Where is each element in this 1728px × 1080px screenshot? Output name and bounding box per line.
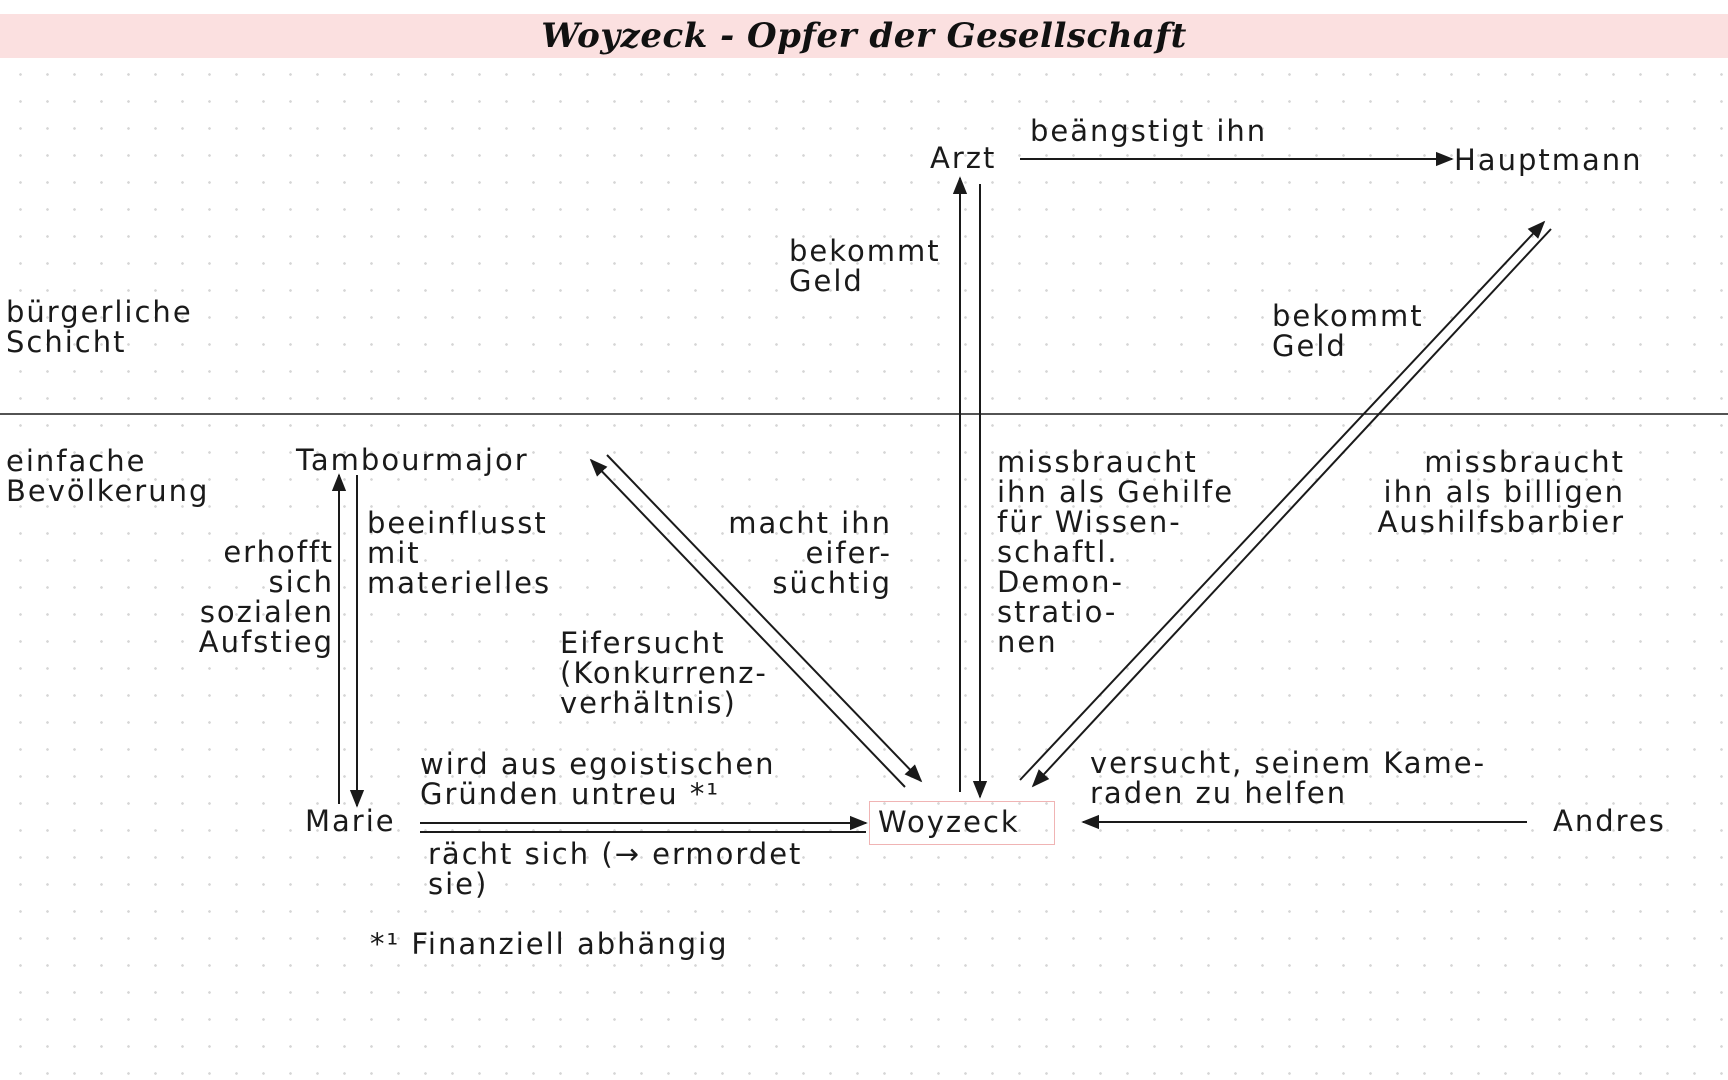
label-woyzeck-tambourmajor: Eifersucht (Konkurrenz- verhältnis) bbox=[560, 626, 768, 720]
arrow-tambourmajor-woyzeck bbox=[606, 454, 923, 783]
label-marie-tambourmajor: erhofft sich sozialen Aufstieg bbox=[198, 535, 334, 659]
woyzeck-box bbox=[869, 801, 1055, 845]
arrow-woyzeck-tambourmajor bbox=[589, 458, 906, 788]
node-tambourmajor: Tambourmajor bbox=[296, 443, 529, 477]
label-andres-woyzeck: versucht, seinem Kame- raden zu helfen bbox=[1090, 746, 1487, 810]
layer-label-upper: bürgerliche Schicht bbox=[6, 295, 193, 359]
node-woyzeck: Woyzeck bbox=[878, 805, 1020, 839]
arrow-hauptmann-woyzeck bbox=[1031, 228, 1552, 788]
layer-label-lower: einfache Bevölkerung bbox=[6, 444, 210, 508]
title-bar: Woyzeck - Opfer der Gesellschaft bbox=[0, 14, 1728, 58]
node-andres: Andres bbox=[1553, 804, 1666, 838]
label-hauptmann-woyzeck: missbraucht ihn als billigen Aushilfsbar… bbox=[1377, 445, 1625, 539]
node-marie: Marie bbox=[305, 804, 396, 838]
label-arzt-woyzeck: missbraucht ihn als Gehilfe für Wissen- … bbox=[997, 445, 1235, 659]
label-arzt-hauptmann: beängstigt ihn bbox=[1030, 114, 1268, 148]
label-woyzeck-arzt: bekommt Geld bbox=[789, 234, 941, 298]
label-woyzeck-hauptmann: bekommt Geld bbox=[1272, 299, 1424, 363]
node-arzt: Arzt bbox=[930, 141, 997, 175]
label-tambourmajor-marie: beeinflusst mit materielles bbox=[367, 506, 552, 600]
node-hauptmann: Hauptmann bbox=[1454, 143, 1643, 177]
label-tambourmajor-woyzeck: macht ihn eifer- süchtig bbox=[728, 506, 892, 600]
label-marie-woyzeck: wird aus egoistischen Gründen untreu *¹ bbox=[420, 747, 776, 811]
arrow-woyzeck-hauptmann bbox=[1019, 220, 1546, 781]
footnote: *¹ Finanziell abhängig bbox=[370, 927, 729, 961]
label-woyzeck-marie: rächt sich (→ ermordet sie) bbox=[428, 837, 803, 901]
diagram-title: Woyzeck - Opfer der Gesellschaft bbox=[541, 16, 1187, 56]
